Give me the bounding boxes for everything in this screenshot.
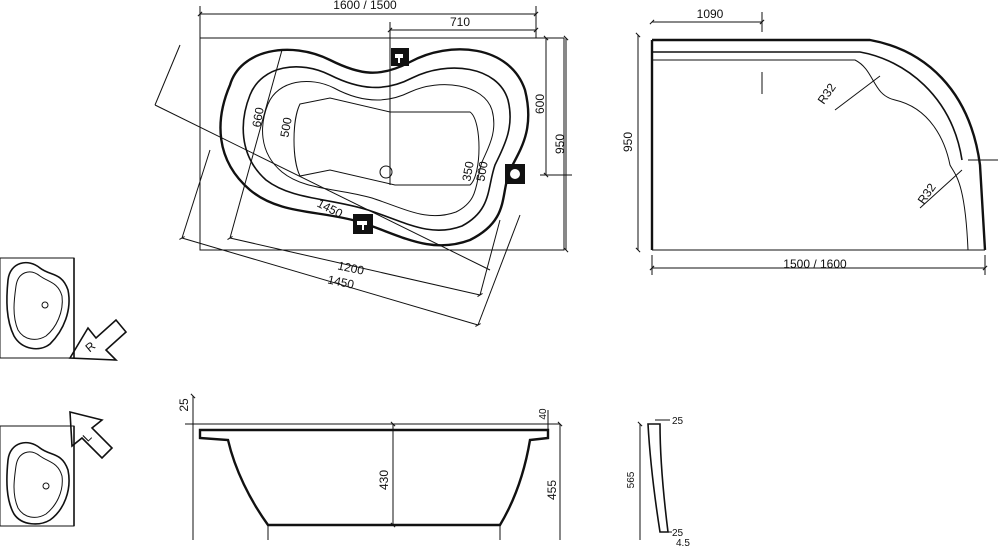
tub-inner-basin bbox=[262, 81, 495, 217]
top-view: 1600 / 1500 710 600 950 660 500 350 500 bbox=[154, 0, 572, 327]
dim-950: 950 bbox=[553, 134, 567, 154]
panel-view: 1090 950 R32 R32 1500 / 1600 bbox=[621, 7, 998, 275]
dim-r32-top: R32 bbox=[815, 80, 839, 106]
label-l: L bbox=[80, 430, 95, 445]
dim-600: 600 bbox=[533, 94, 547, 114]
drain-icon bbox=[379, 165, 393, 179]
dim-710: 710 bbox=[450, 15, 470, 29]
dim-1450: 1450 bbox=[326, 272, 355, 291]
panel-section: 25 565 25 4.5 bbox=[626, 416, 690, 548]
dim-500: 500 bbox=[277, 116, 294, 138]
dim-1090: 1090 bbox=[697, 7, 724, 21]
dim-rim-25: 25 bbox=[177, 398, 191, 412]
dim-overall-width: 1600 / 1500 bbox=[333, 0, 397, 12]
dim-bottom-25: 25 bbox=[672, 528, 684, 539]
tub-outer-shell bbox=[219, 48, 530, 247]
label-r: R bbox=[83, 339, 99, 356]
top-view-outline bbox=[199, 37, 565, 251]
dim-565: 565 bbox=[626, 471, 637, 488]
dim-950-panel: 950 bbox=[621, 132, 635, 152]
dim-rim-40: 40 bbox=[538, 408, 549, 420]
dim-350: 350 bbox=[459, 160, 476, 182]
panel-outline bbox=[650, 38, 987, 251]
tub-section-outline bbox=[198, 428, 550, 527]
arrow-left-icon bbox=[69, 410, 114, 460]
orientation-left: L bbox=[0, 410, 114, 527]
dim-bottom-45: 4.5 bbox=[676, 538, 690, 548]
dim-top-25: 25 bbox=[672, 416, 684, 427]
dim-455: 455 bbox=[545, 480, 559, 500]
tub-bottom-flat bbox=[293, 97, 480, 186]
dim-660: 660 bbox=[249, 106, 266, 128]
dim-500b: 500 bbox=[473, 160, 490, 182]
side-section: 25 430 40 455 bbox=[177, 393, 563, 540]
panel-section-outline bbox=[647, 423, 669, 533]
orientation-right: R bbox=[0, 257, 128, 361]
dim-overall-panel: 1500 / 1600 bbox=[783, 257, 847, 271]
dim-1200: 1200 bbox=[336, 258, 365, 277]
arrow-right-icon bbox=[68, 318, 128, 361]
dim-430: 430 bbox=[377, 470, 391, 490]
tub-inner-rim bbox=[242, 66, 511, 232]
